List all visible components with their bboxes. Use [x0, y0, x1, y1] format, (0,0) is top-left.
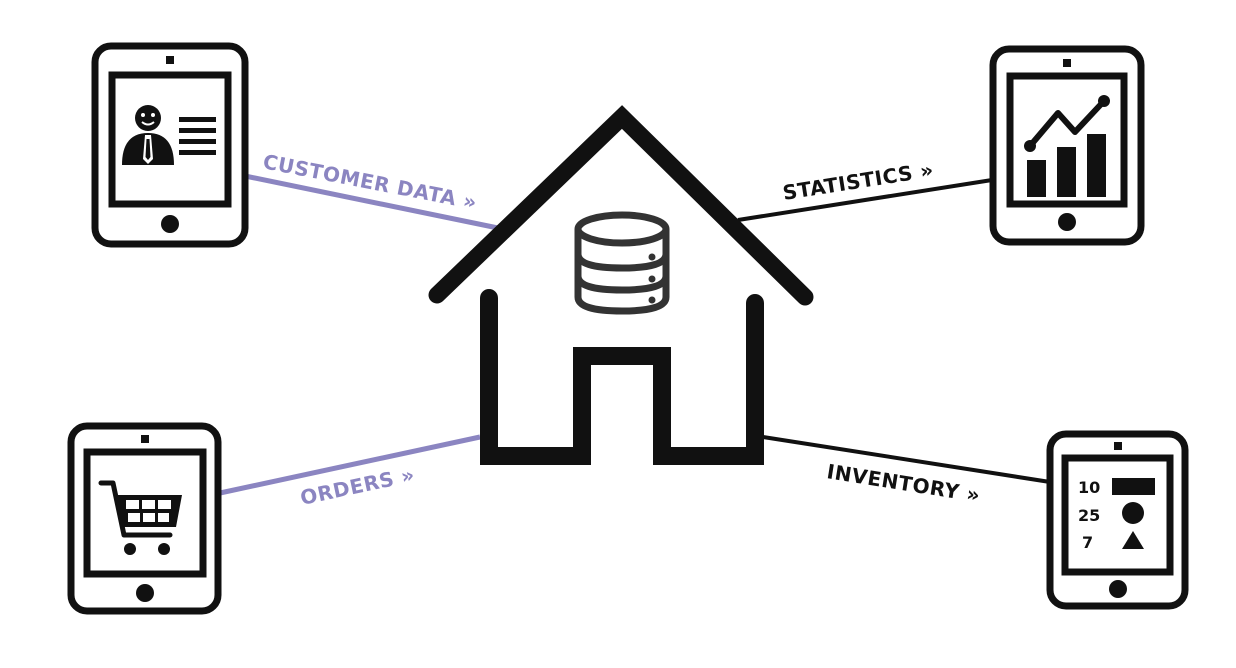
tablet-camera: [1114, 442, 1122, 450]
tablet-screen: [83, 448, 207, 578]
connection-line-customer-data: [244, 173, 499, 231]
growth-chart-icon: [1024, 95, 1110, 197]
tablet-camera: [166, 56, 174, 64]
label-statistics: STATISTICS »: [781, 157, 935, 205]
inventory-list-icon: 10 25 7: [1078, 478, 1155, 552]
label-orders: ORDERS »: [298, 462, 417, 510]
connection-line-orders: [219, 434, 481, 496]
connection-line-statistics: [737, 178, 993, 222]
tablet-home-button: [136, 584, 154, 602]
inventory-count-2: 25: [1078, 506, 1100, 525]
label-customer-data: CUSTOMER DATA »: [261, 149, 479, 214]
tablet-home-button: [1058, 213, 1076, 231]
database-led-3: [648, 296, 656, 304]
tablet-inventory: 10 25 7: [1046, 430, 1189, 610]
inventory-shape-rectangle: [1112, 478, 1155, 495]
tablet-home-button: [161, 215, 179, 233]
tablet-statistics: [989, 45, 1145, 246]
house-roof: [428, 105, 814, 306]
tablet-orders: [67, 422, 222, 615]
inventory-count-1: 10: [1078, 478, 1100, 497]
database-led-1: [648, 253, 656, 261]
database-led-2: [648, 275, 656, 283]
inventory-shape-circle: [1122, 502, 1144, 524]
house-walls-and-door: [480, 289, 764, 465]
tablet-customer: [91, 42, 249, 248]
tablet-home-button: [1109, 580, 1127, 598]
tablet-camera: [1063, 59, 1071, 67]
house-with-database-icon: [428, 105, 814, 465]
customer-profile-icon: [122, 105, 216, 165]
tablet-screen: [1061, 454, 1174, 576]
inventory-shape-triangle: [1122, 531, 1144, 549]
connection-line-inventory: [762, 435, 1051, 484]
tablet-camera: [141, 435, 149, 443]
database-icon: [574, 211, 670, 315]
shopping-cart-icon: [98, 480, 182, 555]
inventory-count-3: 7: [1082, 533, 1093, 552]
